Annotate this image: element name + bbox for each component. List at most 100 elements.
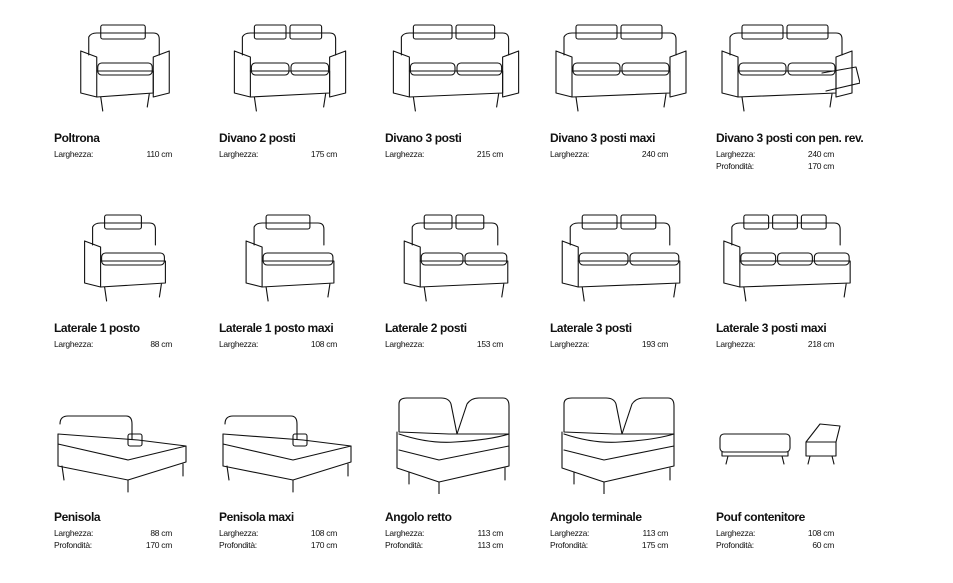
width-spec: Larghezza:215 cm xyxy=(385,149,503,159)
product-name: Laterale 3 posti xyxy=(550,321,632,335)
width-value: 153 cm xyxy=(476,339,503,349)
width-label: Larghezza: xyxy=(219,339,259,349)
width-value: 110 cm xyxy=(146,149,173,159)
width-value: 193 cm xyxy=(641,339,668,349)
width-label: Larghezza: xyxy=(716,339,756,349)
lateral-illustration xyxy=(84,214,166,302)
lateral-illustration xyxy=(403,214,509,302)
depth-value: 170 cm xyxy=(310,540,337,550)
width-value: 113 cm xyxy=(477,528,504,538)
width-spec: Larghezza: 108 cm xyxy=(716,528,834,538)
width-spec: Larghezza: 113 cm xyxy=(550,528,668,538)
depth-value: 113 cm xyxy=(477,540,504,550)
width-label: Larghezza: xyxy=(54,528,94,538)
armchair-illustration xyxy=(80,24,170,112)
product-item: Divano 3 posti con pen. rev.Larghezza:24… xyxy=(716,15,876,204)
width-value: 108 cm xyxy=(310,339,337,349)
depth-label: Profondità: xyxy=(219,540,257,550)
width-value: 88 cm xyxy=(150,528,172,538)
width-spec: Larghezza: 88 cm xyxy=(54,339,172,349)
depth-spec: Profondità: 60 cm xyxy=(716,540,834,550)
width-value: 113 cm xyxy=(642,528,669,538)
lateral-illustration xyxy=(245,214,335,302)
width-label: Larghezza: xyxy=(54,339,94,349)
width-spec: Larghezza: 88 cm xyxy=(54,528,172,538)
width-spec: Larghezza: 240 cm xyxy=(550,149,668,159)
sofa-illustration xyxy=(233,24,347,112)
depth-spec: Profondità: 113 cm xyxy=(385,540,503,550)
width-spec: Larghezza: 108 cm xyxy=(219,528,337,538)
width-label: Larghezza: xyxy=(385,339,425,349)
lateral-illustration xyxy=(561,214,681,302)
product-name: Divano 3 posti maxi xyxy=(550,131,656,145)
width-spec: Larghezza: 175 cm xyxy=(219,149,337,159)
lateral-illustration xyxy=(723,214,851,302)
depth-value: 170 cm xyxy=(807,161,834,171)
depth-spec: Profondità: 170 cm xyxy=(716,161,834,171)
depth-value: 175 cm xyxy=(641,540,668,550)
product-name: Pouf contenitore xyxy=(716,510,805,524)
width-label: Larghezza: xyxy=(716,149,756,159)
depth-spec: Profondità: 170 cm xyxy=(219,540,337,550)
depth-value: 60 cm xyxy=(812,540,834,550)
chaise-illustration xyxy=(222,415,352,493)
depth-label: Profondità: xyxy=(385,540,423,550)
width-label: Larghezza: xyxy=(550,528,590,538)
width-label: Larghezza: xyxy=(385,149,425,159)
width-spec: Larghezza: 193 cm xyxy=(550,339,668,349)
product-name: Laterale 1 posto xyxy=(54,321,140,335)
chaise-illustration xyxy=(57,415,187,493)
width-value: 240 cm xyxy=(641,149,668,159)
depth-spec: Profondità: 175 cm xyxy=(550,540,668,550)
depth-value: 170 cm xyxy=(145,540,172,550)
width-value: 108 cm xyxy=(807,528,834,538)
product-name: Poltrona xyxy=(54,131,100,145)
product-name: Penisola maxi xyxy=(219,510,294,524)
depth-label: Profondità: xyxy=(716,161,754,171)
depth-label: Profondità: xyxy=(54,540,92,550)
sofa-illustration xyxy=(555,24,687,112)
corner-end-illustration xyxy=(561,397,675,494)
width-value: 240 cm xyxy=(807,149,834,159)
width-value: 175 cm xyxy=(310,149,337,159)
depth-label: Profondità: xyxy=(716,540,754,550)
width-label: Larghezza: xyxy=(550,149,590,159)
depth-label: Profondità: xyxy=(550,540,588,550)
chaise-sofa-illustration xyxy=(721,24,860,112)
sofa-illustration xyxy=(392,24,520,112)
pouf-illustration xyxy=(719,423,841,465)
width-label: Larghezza: xyxy=(385,528,425,538)
product-name: Divano 2 posti xyxy=(219,131,296,145)
width-spec: Larghezza: 218 cm xyxy=(716,339,834,349)
width-value: 218 cm xyxy=(807,339,834,349)
width-label: Larghezza: xyxy=(716,528,756,538)
width-label: Larghezza: xyxy=(219,528,259,538)
width-label: Larghezza: xyxy=(219,149,259,159)
width-spec: Larghezza:110 cm xyxy=(54,149,172,159)
width-spec: Larghezza: 113 cm xyxy=(385,528,503,538)
product-name: Laterale 3 posti maxi xyxy=(716,321,827,335)
width-spec: Larghezza: 108 cm xyxy=(219,339,337,349)
product-name: Laterale 2 posti xyxy=(385,321,467,335)
depth-spec: Profondità: 170 cm xyxy=(54,540,172,550)
width-value: 88 cm xyxy=(150,339,172,349)
product-name: Laterale 1 posto maxi xyxy=(219,321,334,335)
product-name: Penisola xyxy=(54,510,101,524)
width-value: 108 cm xyxy=(310,528,337,538)
width-spec: Larghezza: 153 cm xyxy=(385,339,503,349)
width-label: Larghezza: xyxy=(550,339,590,349)
